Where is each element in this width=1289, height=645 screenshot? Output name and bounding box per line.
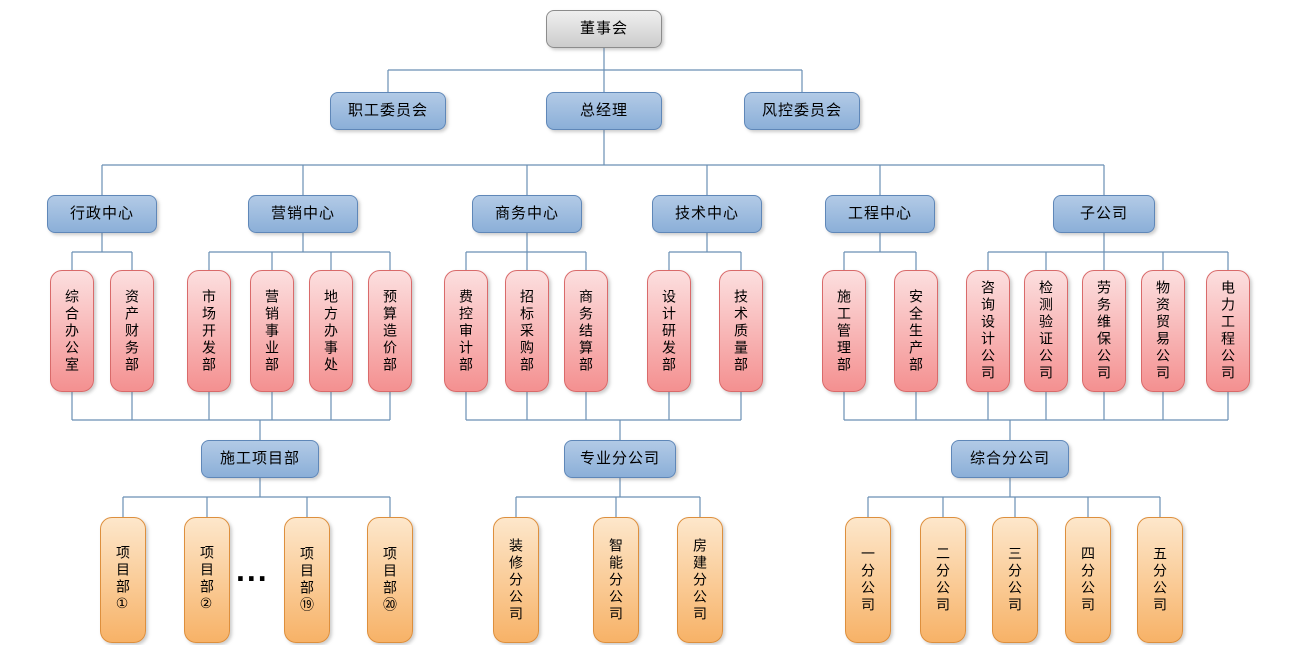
node-technology-quality-dept: 技术质量部 <box>719 270 763 392</box>
node-testing-verification-company: 检测验证公司 <box>1024 270 1068 392</box>
node-admin-center: 行政中心 <box>47 195 157 233</box>
node-business-settlement-dept: 商务结算部 <box>564 270 608 392</box>
node-housing-construction-branch: 房建分公司 <box>677 517 723 643</box>
node-project-dept-1: 项目部① <box>100 517 146 643</box>
node-labor-maintenance-company: 劳务维保公司 <box>1082 270 1126 392</box>
node-intelligent-branch: 智能分公司 <box>593 517 639 643</box>
node-construction-management-dept: 施工管理部 <box>822 270 866 392</box>
node-general-branch-company: 综合分公司 <box>951 440 1069 478</box>
node-general-office: 综合办公室 <box>50 270 94 392</box>
node-technology-center: 技术中心 <box>652 195 762 233</box>
node-materials-trading-company: 物资贸易公司 <box>1141 270 1185 392</box>
node-consulting-design-company: 咨询设计公司 <box>966 270 1010 392</box>
node-decoration-branch: 装修分公司 <box>493 517 539 643</box>
node-project-dept-20: 项目部⑳ <box>367 517 413 643</box>
node-staff-committee: 职工委员会 <box>330 92 446 130</box>
node-branch-5: 五分公司 <box>1137 517 1183 643</box>
node-asset-finance-dept: 资产财务部 <box>110 270 154 392</box>
node-specialized-branch-company: 专业分公司 <box>564 440 676 478</box>
node-design-rd-dept: 设计研发部 <box>647 270 691 392</box>
node-safety-production-dept: 安全生产部 <box>894 270 938 392</box>
node-risk-control-committee: 风控委员会 <box>744 92 860 130</box>
node-market-development-dept: 市场开发部 <box>187 270 231 392</box>
node-bidding-procurement-dept: 招标采购部 <box>505 270 549 392</box>
node-branch-1: 一分公司 <box>845 517 891 643</box>
node-branch-2: 二分公司 <box>920 517 966 643</box>
node-branch-4: 四分公司 <box>1065 517 1111 643</box>
projects-ellipsis: ... <box>236 552 269 588</box>
node-local-office: 地方办事处 <box>309 270 353 392</box>
node-construction-project-dept: 施工项目部 <box>201 440 319 478</box>
node-branch-3: 三分公司 <box>992 517 1038 643</box>
node-project-dept-2: 项目部② <box>184 517 230 643</box>
node-engineering-center: 工程中心 <box>825 195 935 233</box>
node-board-of-directors: 董事会 <box>546 10 662 48</box>
node-marketing-center: 营销中心 <box>248 195 358 233</box>
node-general-manager: 总经理 <box>546 92 662 130</box>
node-subsidiaries: 子公司 <box>1053 195 1155 233</box>
node-electric-power-engineering-company: 电力工程公司 <box>1206 270 1250 392</box>
node-business-center: 商务中心 <box>472 195 582 233</box>
node-marketing-business-dept: 营销事业部 <box>250 270 294 392</box>
node-project-dept-19: 项目部⑲ <box>284 517 330 643</box>
node-budget-costing-dept: 预算造价部 <box>368 270 412 392</box>
node-cost-control-audit-dept: 费控审计部 <box>444 270 488 392</box>
